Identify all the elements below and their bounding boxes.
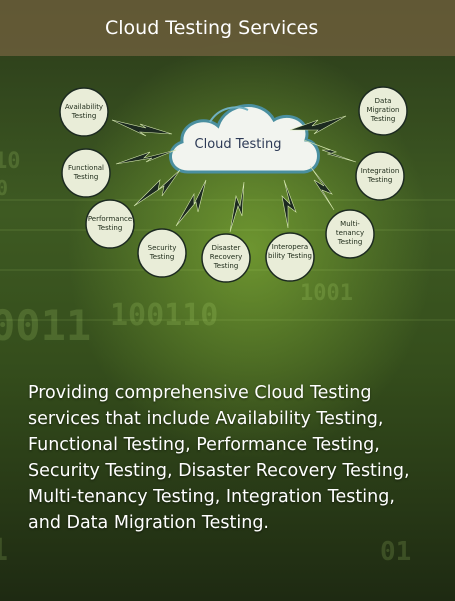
bolt-integration	[303, 139, 357, 163]
node-label-multitenancy: Multi-tenancy Testing	[335, 220, 365, 246]
bolt-performance	[133, 169, 181, 207]
bolt-multitenancy	[309, 165, 335, 211]
bolt-migration	[289, 115, 347, 135]
bolt-interop	[281, 179, 297, 229]
service-description: Providing comprehensive Cloud Testing se…	[28, 382, 410, 533]
node-performance	[85, 199, 135, 249]
node-label-interop: Interopera bility Testing	[268, 243, 312, 260]
node-integration	[355, 151, 405, 201]
node-functional	[61, 148, 111, 198]
node-label-functional: Functional Testing	[67, 164, 104, 181]
node-availability	[59, 87, 109, 137]
cloud-icon	[169, 104, 320, 174]
node-migration	[358, 86, 408, 136]
node-label-disaster: Disaster Recovery Testing	[209, 244, 243, 270]
node-interop	[265, 232, 315, 282]
cloud-label: Cloud Testing	[194, 137, 282, 152]
page-title: Cloud Testing Services	[105, 17, 319, 39]
bolt-security	[175, 179, 207, 227]
node-security	[137, 228, 187, 278]
bolt-disaster	[229, 181, 245, 233]
node-label-performance: Performance Testing	[87, 215, 133, 232]
bolt-functional	[115, 149, 177, 165]
node-disaster	[201, 233, 251, 283]
header-bar: Cloud Testing Services	[0, 0, 455, 56]
node-label-availability: Availability Testing	[64, 103, 104, 120]
bolt-availability	[111, 119, 173, 137]
node-label-migration: Data Migration Testing	[366, 97, 400, 123]
node-label-integration: Integration Testing	[360, 167, 400, 184]
node-multitenancy	[325, 209, 375, 259]
node-label-security: Security Testing	[147, 244, 177, 261]
